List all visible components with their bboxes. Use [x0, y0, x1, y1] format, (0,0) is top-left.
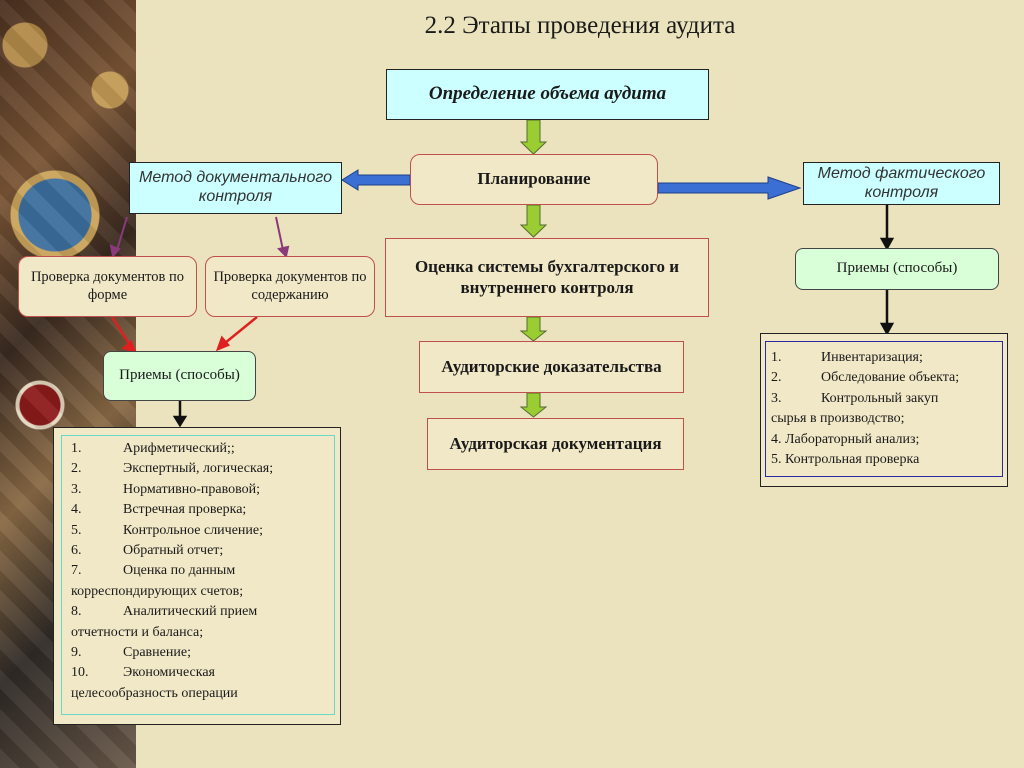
- node-audit-documentation: Аудиторская документация: [427, 418, 684, 470]
- node-check-form-label: Проверка документов по форме: [30, 269, 185, 303]
- list-item-text: Экспертный, логическая;: [123, 461, 274, 477]
- node-techniques-left-label: Приемы (способы): [119, 367, 240, 384]
- list-item-text: 5. Контрольная проверка: [771, 452, 920, 468]
- list-item-text: Аналитический прием: [123, 604, 258, 620]
- list-item-number: 6.: [71, 543, 82, 559]
- list-item: 8. Аналитический прием отчетности и баланс…: [71, 602, 328, 643]
- arrow-evidence-to-documentation: [519, 392, 548, 418]
- list-item-text: Контрольный закуп: [821, 390, 939, 406]
- list-item-text: Экономическая: [123, 665, 215, 681]
- right-techniques-list-box: 1. Инвентаризация; 2. Обследование объекта;…: [760, 333, 1008, 487]
- node-planning: Планирование: [410, 154, 658, 205]
- list-item: 1. Инвентаризация;: [771, 348, 998, 368]
- node-control-assessment: Оценка системы бухгалтерского и внутренн…: [385, 238, 709, 317]
- list-item-number: 9.: [71, 645, 82, 661]
- list-item: 5. Контрольная проверка: [771, 450, 998, 470]
- page-title: 2.2 Этапы проведения аудита: [424, 12, 736, 39]
- list-item-continuation: корреспондирующих счетов;: [71, 583, 244, 599]
- node-audit-scope: Определение объема аудита: [386, 69, 709, 120]
- list-item: 4. Лабораторный анализ;: [771, 430, 998, 450]
- node-audit-evidence-label: Аудиторские доказательства: [441, 356, 662, 376]
- list-item-continuation: целесообразность операции: [71, 685, 238, 701]
- node-audit-evidence: Аудиторские доказательства: [419, 341, 684, 393]
- node-check-form: Проверка документов по форме: [18, 256, 197, 317]
- arrow-scope-to-planning: [519, 119, 548, 155]
- list-item-number: 7.: [71, 563, 82, 579]
- list-item-number: 4.: [71, 502, 82, 518]
- list-item: 2. Обследование объекта;: [771, 368, 998, 388]
- list-item: 3. Нормативно-правовой;: [71, 480, 328, 500]
- node-audit-scope-label: Определение объема аудита: [428, 83, 667, 105]
- list-item: 10. Экономическая целесообразность операци…: [71, 663, 328, 704]
- node-planning-label: Планирование: [477, 169, 591, 189]
- list-item: 6. Обратный отчет;: [71, 541, 328, 561]
- node-documentary-method: Метод документального контроля: [129, 162, 342, 214]
- list-item-text: 4. Лабораторный анализ;: [771, 431, 920, 447]
- arrow-planning-to-assessment: [519, 204, 548, 238]
- list-item-text: Обследование объекта;: [821, 370, 960, 386]
- arrow-planning-to-fact-method: [657, 176, 802, 200]
- list-item-number: 1.: [71, 441, 82, 456]
- list-item-number: 2.: [71, 461, 82, 477]
- list-item-text: Контрольное сличение;: [123, 522, 264, 538]
- node-check-content: Проверка документов по содержанию: [205, 256, 375, 317]
- node-documentary-method-label: Метод документального контроля: [139, 169, 332, 205]
- node-control-assessment-label: Оценка системы бухгалтерского и внутренн…: [414, 257, 680, 297]
- node-check-content-label: Проверка документов по содержанию: [213, 269, 367, 303]
- list-item-text: Оценка по данным: [123, 563, 236, 579]
- list-item-text: Обратный отчет;: [123, 543, 224, 559]
- list-item-text: Инвентаризация;: [821, 350, 923, 365]
- node-factual-method-label: Метод фактического контроля: [817, 164, 986, 201]
- right-techniques-list: 1. Инвентаризация; 2. Обследование объекта;…: [765, 341, 1003, 477]
- list-item-number: 10.: [71, 665, 89, 681]
- list-item-text: Арифметический;;: [123, 441, 235, 456]
- list-item-text: Встречная проверка;: [123, 502, 247, 518]
- node-techniques-left: Приемы (способы): [103, 351, 256, 401]
- list-item-number: 2.: [771, 370, 782, 386]
- node-techniques-right: Приемы (способы): [795, 248, 999, 290]
- list-item-number: 8.: [71, 604, 82, 620]
- list-item-number: 1.: [771, 350, 782, 365]
- arrow-assessment-to-evidence: [519, 316, 548, 342]
- list-item: 9. Сравнение;: [71, 643, 328, 663]
- left-techniques-list: 1. Арифметический;; 2. Экспертный, логическ…: [61, 435, 335, 715]
- list-item-text: Сравнение;: [123, 645, 191, 661]
- node-factual-method: Метод фактического контроля: [803, 162, 1000, 205]
- list-item: 5. Контрольное сличение;: [71, 521, 328, 541]
- list-item-continuation: сырья в производство;: [771, 411, 905, 427]
- node-techniques-right-label: Приемы (способы): [836, 260, 958, 277]
- node-audit-documentation-label: Аудиторская документация: [449, 433, 662, 453]
- list-item: 2. Экспертный, логическая;: [71, 459, 328, 479]
- list-item-text: Нормативно-правовой;: [123, 481, 261, 497]
- list-item-number: 5.: [71, 522, 82, 538]
- list-item: 7. Оценка по данным корреспондирующих счет…: [71, 561, 328, 602]
- list-item-number: 3.: [771, 390, 782, 406]
- list-item: 4. Встречная проверка;: [71, 500, 328, 520]
- arrow-planning-to-doc-method: [341, 169, 411, 191]
- list-item: 1. Арифметический;;: [71, 439, 328, 459]
- list-item-number: 3.: [71, 481, 82, 497]
- list-item-continuation: отчетности и баланса;: [71, 624, 204, 640]
- left-techniques-list-box: 1. Арифметический;; 2. Экспертный, логическ…: [53, 427, 341, 725]
- list-item: 3. Контрольный закуп сырья в производство;: [771, 389, 998, 430]
